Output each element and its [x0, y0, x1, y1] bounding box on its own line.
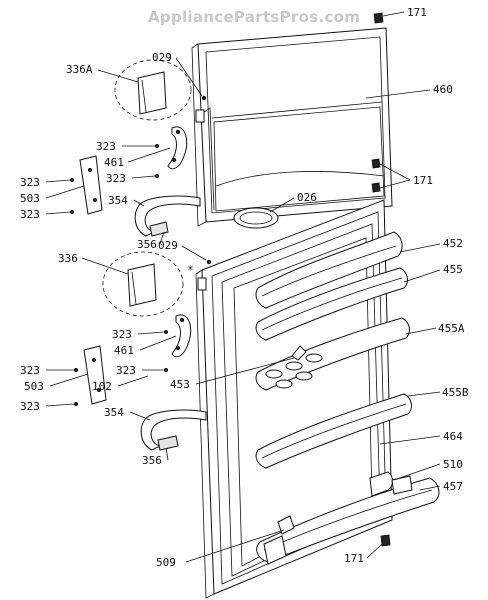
label-029: 029: [152, 51, 172, 64]
insert-509-icon: [277, 515, 295, 535]
label-452: 452: [443, 237, 463, 250]
hinge-354-bottom-icon: [140, 409, 207, 451]
label-029: 029: [158, 239, 178, 252]
hinge-pin-top-icon: [195, 109, 205, 123]
cap-171-mid2-icon: [371, 182, 381, 193]
label-461: 461: [104, 156, 124, 169]
label-455: 455: [443, 263, 463, 276]
handle-461-top-icon: [167, 126, 188, 170]
label-323: 323: [116, 364, 136, 377]
label-453: 453: [170, 378, 190, 391]
label-460: 460: [433, 83, 453, 96]
label-171: 171: [344, 552, 364, 565]
part-labels: 171 029 336A 460 323 461 323 323 503 323…: [20, 6, 469, 569]
label-323: 323: [106, 172, 126, 185]
label-323: 323: [20, 176, 40, 189]
screw-323-icon: [163, 329, 168, 334]
watermark: AppliancePartsPros.com: [148, 8, 360, 26]
cap-171-mid-icon: [371, 158, 381, 169]
label-356: 356: [137, 238, 157, 251]
door-shelf-455B: [255, 393, 412, 469]
label-455A: 455A: [438, 322, 465, 335]
label-354: 354: [104, 406, 124, 419]
label-356: 356: [142, 454, 162, 467]
label-461: 461: [114, 344, 134, 357]
cap-171-top-icon: [373, 12, 384, 24]
screw-323-icon: [74, 401, 79, 406]
pin-029-top-icon: [201, 95, 207, 101]
label-464: 464: [443, 430, 463, 443]
detail-circle-336: [102, 251, 184, 317]
detail-circle-336A: [114, 59, 192, 121]
door-shelf-455: [255, 267, 408, 341]
cap-171-bottom-icon: [380, 534, 391, 547]
label-510: 510: [443, 458, 463, 471]
handle-trim-503-top-icon: [79, 155, 103, 215]
label-457: 457: [443, 480, 463, 493]
label-323: 323: [20, 364, 40, 377]
hinge-356-top-icon: [149, 221, 169, 237]
screw-323-icon: [154, 173, 159, 178]
label-171: 171: [407, 6, 427, 19]
label-323: 323: [20, 208, 40, 221]
screw-323-icon: [163, 367, 168, 372]
dairy-bin-452: [255, 231, 403, 309]
label-026: 026: [297, 191, 317, 204]
hinge-354-top-icon: [134, 195, 201, 237]
label-509: 509: [156, 556, 176, 569]
label-455B: 455B: [442, 386, 469, 399]
label-336A: 336A: [66, 63, 93, 76]
gasket-026-icon: [233, 207, 279, 229]
label-503: 503: [20, 192, 40, 205]
label-354: 354: [108, 194, 128, 207]
handle-461-bottom-icon: [171, 314, 192, 358]
hinge-cover-336-icon: [127, 263, 157, 307]
svg-text:✳: ✳: [187, 261, 194, 274]
screw-323-icon: [70, 177, 75, 182]
butter-cover-453-icon: [291, 345, 307, 361]
screw-323-icon: [70, 209, 75, 214]
label-323: 323: [112, 328, 132, 341]
label-503: 503: [24, 380, 44, 393]
screw-323-icon: [74, 367, 79, 372]
label-171: 171: [413, 174, 433, 187]
label-323: 323: [96, 140, 116, 153]
label-102: 102: [92, 380, 112, 393]
hinge-cover-336A-icon: [137, 71, 167, 115]
label-323: 323: [20, 400, 40, 413]
handle-trim-503-bottom-icon: [83, 345, 107, 405]
screw-323-icon: [154, 143, 159, 148]
egg-shelf-455A: [255, 317, 410, 391]
pin-029-bottom-icon: [206, 259, 212, 265]
hinge-356-bottom-icon: [157, 435, 179, 451]
hinge-pin-bottom-icon: [197, 277, 207, 291]
leader-lines: [45, 11, 441, 563]
label-336: 336: [58, 252, 78, 265]
bottom-shelf-457: [256, 477, 440, 565]
freezer-door: [191, 27, 393, 227]
